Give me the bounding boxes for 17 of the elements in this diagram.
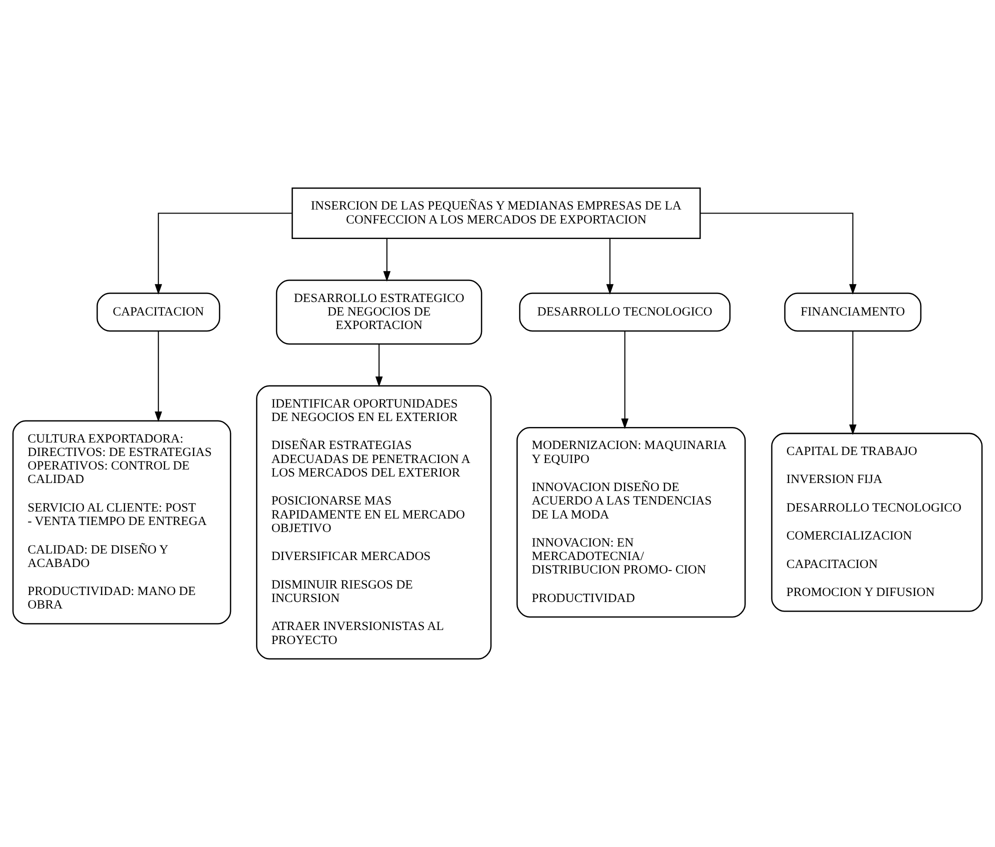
arrow <box>154 331 162 422</box>
node-box: CULTURA EXPORTADORA: DIRECTIVOS: DE ESTRATEGIAS OPERATIVOS: CONTROL DE CALIDAD SERVICIO AL CLIENTE: POST - VENTA TIEMPO DE ENTREGA CALIDAD: DE DISEÑO Y ACABADO PRODUCTIVIDAD: MANO DE OBRA <box>12 420 232 624</box>
node-box: CAPACITACION <box>96 292 220 332</box>
node-box: IDENTIFICAR OPORTUNIDADES DE NEGOCIOS EN EL EXTERIOR DISEÑAR ESTRATEGIAS ADECUADAS DE PENETRACION A LOS MERCADOS DEL EXTERIOR POSICIONARSE MAS RAPIDAMENTE EN EL MERCADO OBJETIVO DIVERSIFICAR MERCADOS DISMINUIR RIESGOS DE INCURSION ATRAER INVERSIONISTAS AL PROYECTO <box>256 385 492 660</box>
arrow <box>621 331 628 429</box>
arrow <box>154 212 292 295</box>
arrow <box>849 331 856 435</box>
arrow <box>383 238 391 282</box>
node-box: DESARROLLO ESTRATEGICO DE NEGOCIOS DE EXPORTACION <box>276 280 482 345</box>
node-box: MODERNIZACION: MAQUINARIA Y EQUIPO INNOVACION DISEÑO DE ACUERDO A LAS TENDENCIAS DE LA MODA INNOVACION: EN MERCADOTECNIA/ DISTRIBUCION PROMO- CION PRODUCTIVIDAD <box>516 427 746 618</box>
arrow <box>700 212 856 295</box>
node-box: INSERCION DE LAS PEQUEÑAS Y MEDIANAS EMPRESAS DE LA CONFECCION A LOS MERCADOS DE EXPORTACION <box>292 188 701 240</box>
arrow <box>606 238 614 295</box>
node-box: CAPITAL DE TRABAJO INVERSION FIJA DESARROLLO TECNOLOGICO COMERCIALIZACION CAPACITACION PROMOCION Y DIFUSION <box>771 432 983 612</box>
arrow <box>375 344 383 388</box>
node-box: FINANCIAMENTO <box>784 292 922 332</box>
node-box: DESARROLLO TECNOLOGICO <box>519 292 731 332</box>
